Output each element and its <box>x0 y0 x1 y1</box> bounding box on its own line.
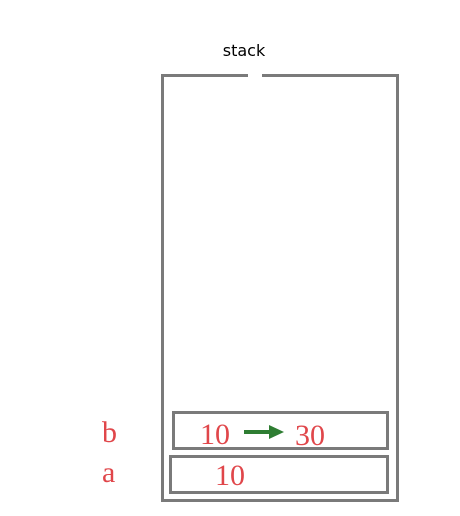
variable-a-cell <box>169 455 389 494</box>
variable-a-value: 10 <box>215 459 245 492</box>
variable-b-new-value: 30 <box>295 419 325 452</box>
stack-frame-notch <box>248 72 262 78</box>
right-arrow-icon <box>244 425 284 439</box>
variable-b-old-value: 10 <box>200 418 230 451</box>
variable-a-label: a <box>102 456 116 489</box>
stack-frame <box>161 74 399 502</box>
variable-b-cell <box>172 411 389 450</box>
variable-b-label: b <box>102 416 117 449</box>
stack-title: stack <box>222 41 266 60</box>
